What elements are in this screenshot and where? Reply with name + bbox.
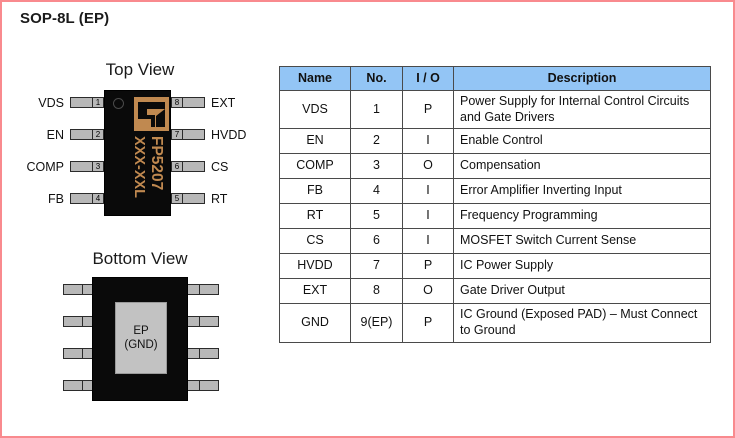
- cell-description: Enable Control: [453, 128, 711, 155]
- cell-description: Power Supply for Internal Control Circui…: [453, 89, 711, 130]
- chip-body-top-view: FP5207 XXX-XXL: [104, 90, 171, 216]
- cell-name: COMP: [279, 153, 351, 180]
- top-pin-4-label: FB: [48, 192, 64, 206]
- cell-description: Error Amplifier Inverting Input: [453, 178, 711, 205]
- cell-description: Compensation: [453, 153, 711, 180]
- column-header-name: Name: [279, 66, 351, 91]
- cell-name: FB: [279, 178, 351, 205]
- bottom-pad-right-2: [187, 316, 219, 327]
- cell-no: 7: [350, 253, 403, 280]
- cell-name: VDS: [279, 89, 351, 130]
- top-pin-6: 6: [171, 161, 205, 172]
- cell-description: MOSFET Switch Current Sense: [453, 228, 711, 255]
- pin-description-table: Name No. I / O Description VDS 1 P Power…: [279, 66, 711, 343]
- cell-io: I: [402, 203, 454, 230]
- top-pin-6-number: 6: [172, 162, 183, 171]
- top-pin-3-number: 3: [92, 162, 103, 171]
- cell-name: GND: [279, 303, 351, 343]
- chip-body-bottom-view: EP (GND): [92, 277, 188, 401]
- table-row: RT 5 I Frequency Programming: [279, 203, 711, 230]
- top-pin-2: 2: [70, 129, 104, 140]
- table-row: COMP 3 O Compensation: [279, 153, 711, 180]
- top-pin-8: 8: [171, 97, 205, 108]
- top-pin-8-number: 8: [172, 98, 183, 107]
- cell-description: IC Power Supply: [453, 253, 711, 280]
- top-pin-5: 5: [171, 193, 205, 204]
- package-title: SOP-8L (EP): [20, 10, 110, 27]
- table-row: GND 9(EP) P IC Ground (Exposed PAD) – Mu…: [279, 303, 711, 343]
- cell-no: 5: [350, 203, 403, 230]
- bottom-pad-right-1: [187, 284, 219, 295]
- top-view-caption: Top View: [105, 60, 175, 79]
- cell-io: O: [402, 278, 454, 305]
- bottom-pad-right-4: [187, 380, 219, 391]
- top-pin-4: 4: [70, 193, 104, 204]
- top-pin-7-number: 7: [172, 130, 183, 139]
- top-pin-3-label: COMP: [26, 160, 65, 174]
- cell-io: P: [402, 89, 454, 130]
- cell-no: 4: [350, 178, 403, 205]
- table-row: FB 4 I Error Amplifier Inverting Input: [279, 178, 711, 205]
- cell-no: 3: [350, 153, 403, 180]
- table-row: CS 6 I MOSFET Switch Current Sense: [279, 228, 711, 255]
- top-pin-7: 7: [171, 129, 205, 140]
- top-pin-3: 3: [70, 161, 104, 172]
- cell-name: EXT: [279, 278, 351, 305]
- top-pin-7-label: HVDD: [211, 128, 247, 142]
- top-pin-5-label: RT: [211, 192, 228, 206]
- chip-marking-line-2: XXX-XXL: [131, 136, 147, 199]
- column-header-io: I / O: [402, 66, 454, 91]
- cell-description: Frequency Programming: [453, 203, 711, 230]
- top-pin-5-number: 5: [172, 194, 183, 203]
- exposed-pad: EP (GND): [115, 302, 167, 374]
- feeling-technology-logo-icon: [134, 97, 169, 131]
- pin-1-orientation-dot-icon: [113, 98, 124, 109]
- exposed-pad-label-1: EP: [133, 324, 149, 337]
- top-pin-1: 1: [70, 97, 104, 108]
- cell-io: P: [402, 303, 454, 343]
- top-pin-1-number: 1: [92, 98, 103, 107]
- cell-name: RT: [279, 203, 351, 230]
- cell-io: P: [402, 253, 454, 280]
- table-row: HVDD 7 P IC Power Supply: [279, 253, 711, 280]
- bottom-pad-left-3: [63, 348, 95, 359]
- top-view-diagram: 1 2 3 4 VDS EN COMP FB 8 7 6 5 EXT HVDD: [22, 88, 267, 218]
- cell-io: I: [402, 228, 454, 255]
- table-header-row: Name No. I / O Description: [279, 66, 711, 91]
- top-pin-8-label: EXT: [211, 96, 236, 110]
- top-pin-2-label: EN: [46, 128, 64, 142]
- cell-name: EN: [279, 128, 351, 155]
- bottom-pad-left-2: [63, 316, 95, 327]
- table-row: VDS 1 P Power Supply for Internal Contro…: [279, 89, 711, 130]
- cell-no: 1: [350, 89, 403, 130]
- table-row: EXT 8 O Gate Driver Output: [279, 278, 711, 305]
- cell-no: 6: [350, 228, 403, 255]
- bottom-pad-left-1: [63, 284, 95, 295]
- cell-io: I: [402, 128, 454, 155]
- cell-description: Gate Driver Output: [453, 278, 711, 305]
- cell-io: O: [402, 153, 454, 180]
- top-pin-6-label: CS: [211, 160, 229, 174]
- bottom-view-caption: Bottom View: [92, 249, 188, 268]
- top-pin-4-number: 4: [92, 194, 103, 203]
- column-header-description: Description: [453, 66, 711, 91]
- cell-no: 9(EP): [350, 303, 403, 343]
- chip-marking-line-1: FP5207: [148, 136, 165, 191]
- top-pin-1-label: VDS: [38, 96, 64, 110]
- column-header-no: No.: [350, 66, 403, 91]
- cell-name: HVDD: [279, 253, 351, 280]
- cell-name: CS: [279, 228, 351, 255]
- cell-no: 2: [350, 128, 403, 155]
- cell-description: IC Ground (Exposed PAD) – Must Connect t…: [453, 303, 711, 343]
- bottom-pad-left-4: [63, 380, 95, 391]
- bottom-view-diagram: EP (GND): [22, 275, 267, 405]
- table-row: EN 2 I Enable Control: [279, 128, 711, 155]
- top-pin-2-number: 2: [92, 130, 103, 139]
- bottom-pad-right-3: [187, 348, 219, 359]
- cell-io: I: [402, 178, 454, 205]
- cell-no: 8: [350, 278, 403, 305]
- exposed-pad-label-2: (GND): [124, 339, 158, 351]
